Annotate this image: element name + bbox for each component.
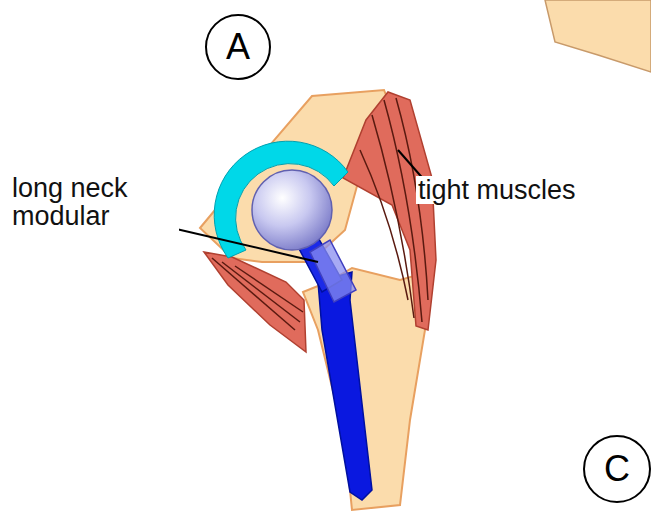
bone-fragment [545,0,651,72]
circled-letter: A [205,14,271,80]
part-label: tight muscles [416,176,578,204]
femur [303,268,428,510]
modular-sleeve [310,240,356,302]
circle-letter: C [604,451,630,487]
femoral-stem [318,272,372,500]
circled-letter: C [583,435,651,503]
femoral-head [252,170,332,250]
muscle [204,252,306,352]
circle-letter: A [226,29,250,65]
muscle [343,92,436,330]
leader-line [172,228,318,262]
part-label: long neck modular [10,174,179,231]
